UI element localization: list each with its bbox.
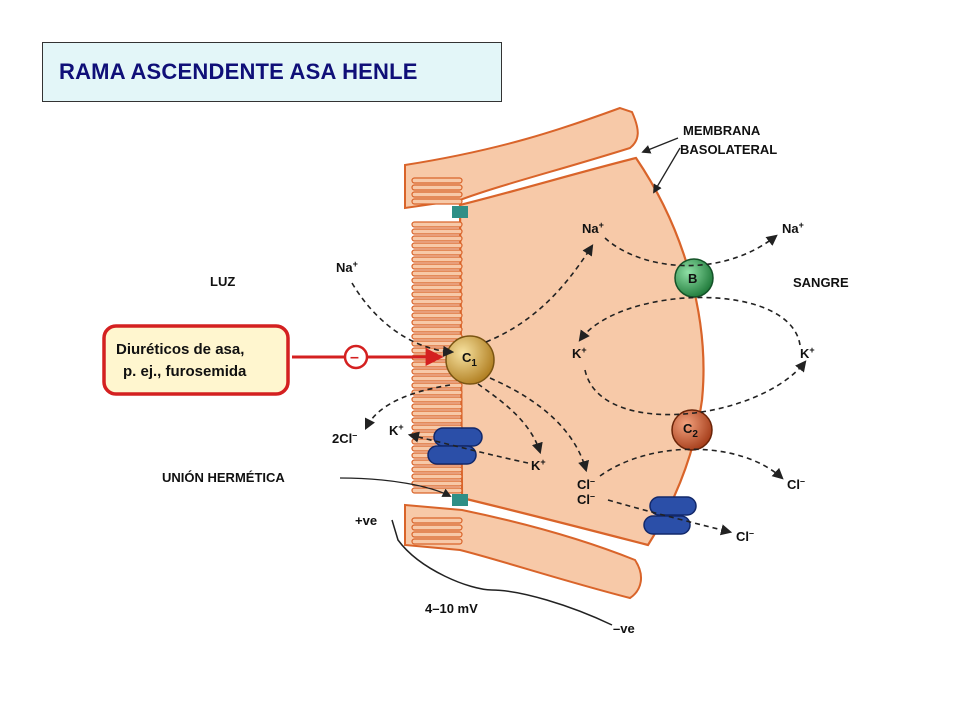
membrana-pointer-1 (641, 137, 679, 154)
ion-k-blood: K+ (800, 345, 815, 361)
arrow-cl-cell-to-blood (599, 448, 784, 480)
transporter-c1 (445, 335, 495, 385)
ion-cl-blood-1: Cl– (787, 476, 805, 492)
drug-box (102, 324, 290, 396)
transporter-c2 (671, 409, 713, 451)
arrow-cl-through-channel (607, 499, 733, 536)
ion-k-lower: K+ (531, 457, 546, 473)
arrow-k-cell-loop (584, 360, 807, 416)
page-title: RAMA ASCENDENTE ASA HENLE (59, 59, 418, 84)
microvillus (411, 417, 463, 424)
microvillus (411, 298, 463, 305)
ion-cl-cell-2: Cl– (577, 491, 595, 507)
microvillus (411, 473, 463, 480)
microvillus (411, 270, 463, 277)
k-channel (427, 427, 483, 465)
membrana-label-1: MEMBRANA (683, 123, 761, 138)
inhibit-symbol: – (350, 349, 359, 366)
inhibit-circle (343, 344, 369, 370)
microvillus (411, 403, 463, 410)
arrow-c1-to-2cl-lumen (364, 384, 451, 431)
microvillus (411, 191, 463, 198)
tight-junction-upper (452, 206, 468, 218)
microvillus (411, 389, 463, 396)
microvillus (411, 538, 463, 545)
voltage-label: 4–10 mV (425, 601, 478, 616)
upper-cell (404, 106, 639, 210)
c2-letter: C (683, 421, 693, 436)
arrow-na-cell-to-blood (604, 234, 778, 267)
arrow-c1-to-k-lower (477, 383, 543, 455)
voltage-bracket (391, 519, 613, 626)
microvillus (411, 305, 463, 312)
microvillus (411, 235, 463, 242)
drug-box-line1: Diuréticos de asa, (116, 341, 244, 358)
microvillus (411, 249, 463, 256)
microvillus (411, 256, 463, 263)
microvillus (411, 333, 463, 340)
microvillus (411, 466, 463, 473)
microvillus (411, 198, 463, 205)
lower-cell (404, 503, 642, 600)
b-letter: B (688, 271, 697, 286)
microvillus (411, 242, 463, 249)
arrow-k-through-channel (407, 431, 529, 464)
membrana-pointer-2 (653, 147, 681, 194)
microvillus (411, 326, 463, 333)
microvillus (411, 517, 463, 524)
microvillus (411, 396, 463, 403)
svg-text:C2: C2 (683, 421, 698, 440)
minus-ve-label: –ve (613, 621, 635, 636)
plus-ve-label: +ve (355, 513, 377, 528)
arrow-k-blood-loop (578, 296, 801, 346)
microvillus (411, 319, 463, 326)
cl-channel (643, 496, 697, 535)
main-cell (458, 156, 705, 547)
microvillus (411, 177, 463, 184)
transporter-b (674, 258, 714, 298)
ion-na-blood: Na+ (782, 220, 804, 236)
microvillus (411, 277, 463, 284)
microvillus (411, 480, 463, 487)
microvillus (411, 221, 463, 228)
microvillus (411, 184, 463, 191)
microvillus (411, 410, 463, 417)
microvillus (411, 263, 463, 270)
ion-cl-blood-2: Cl– (736, 528, 754, 544)
drug-box-line2: p. ej., furosemida (123, 363, 247, 380)
microvillus (411, 312, 463, 319)
c1-sub: 1 (471, 358, 477, 369)
microvillus (411, 284, 463, 291)
ion-na-cell: Na+ (582, 220, 604, 236)
ion-cl-cell-1: Cl– (577, 476, 595, 492)
ion-2cl-lumen: 2Cl– (332, 430, 357, 446)
microvillus (411, 531, 463, 538)
microvillus (411, 291, 463, 298)
ion-k-lumen: K+ (389, 422, 404, 438)
sangre-label: SANGRE (793, 275, 849, 290)
arrow-c1-to-na-cell (485, 244, 594, 343)
ion-k-cell: K+ (572, 345, 587, 361)
svg-text:C1: C1 (462, 350, 477, 369)
luz-label: LUZ (210, 274, 235, 289)
microvillus (411, 524, 463, 531)
membrana-label-2: BASOLATERAL (680, 142, 777, 157)
title-box: RAMA ASCENDENTE ASA HENLE (42, 42, 502, 102)
microvillus (411, 228, 463, 235)
c1-letter: C (462, 350, 472, 365)
ion-na-lumen: Na+ (336, 259, 358, 275)
c2-sub: 2 (692, 429, 698, 440)
union-hermetica-pointer (339, 477, 452, 497)
tight-junction-lower (452, 494, 468, 506)
arrow-c1-to-cl-cell (489, 377, 590, 473)
union-hermetica-label: UNIÓN HERMÉTICA (162, 470, 285, 485)
